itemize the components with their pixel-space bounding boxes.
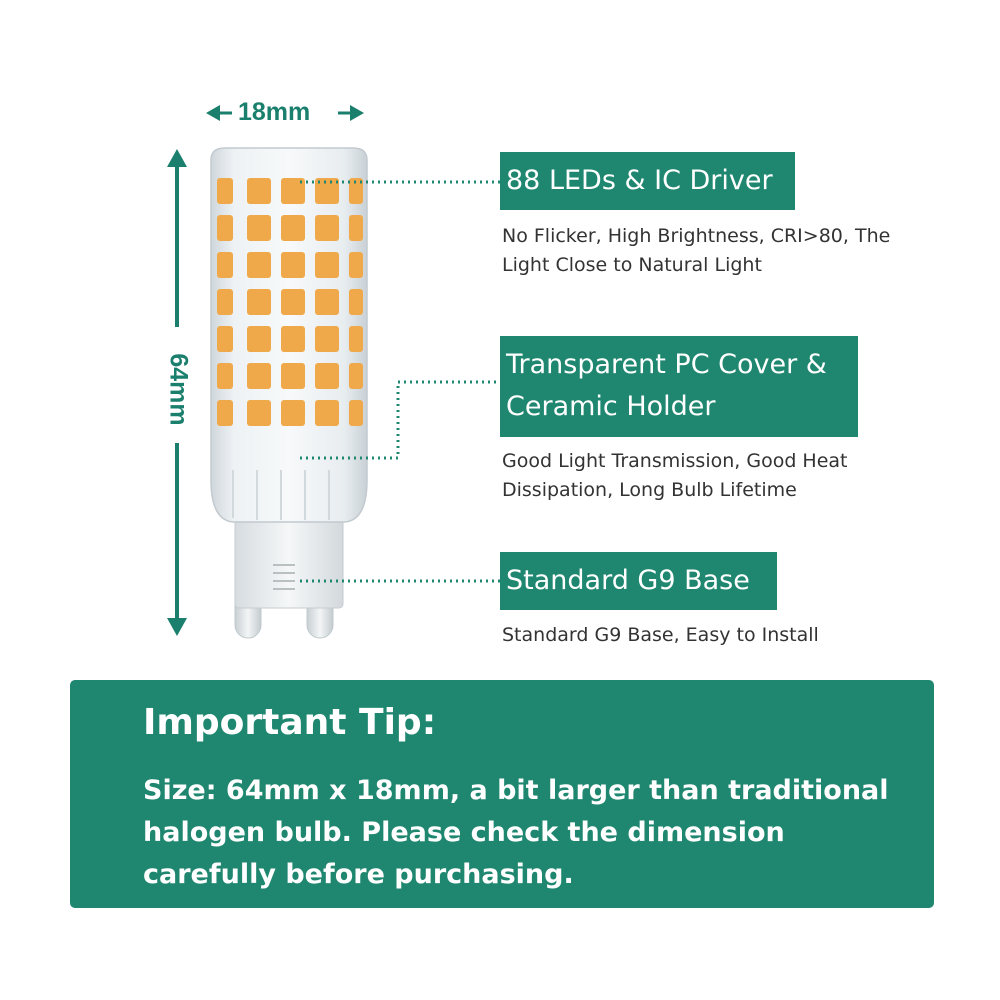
feature-desc-base: Standard G9 Base, Easy to Install	[502, 624, 819, 646]
feature-badge-base: Standard G9 Base	[500, 552, 777, 610]
feature-title-cover-line2: Ceramic Holder	[506, 391, 716, 422]
feature-badge-leds: 88 LEDs & IC Driver	[500, 152, 795, 210]
led-chip	[349, 178, 363, 204]
feature-title-cover-line1: Transparent PC Cover &	[506, 349, 827, 380]
led-chip	[315, 252, 339, 278]
g9-bulb-illustration	[210, 147, 368, 639]
feature-badge-cover: Transparent PC Cover & Ceramic Holder	[500, 336, 858, 437]
led-chip	[247, 252, 271, 278]
feature-desc-leds: No Flicker, High Brightness, CRI>80, The…	[502, 225, 891, 276]
led-chip	[247, 215, 271, 241]
led-chip	[349, 363, 363, 389]
led-chip	[217, 215, 233, 241]
feature-title-base: Standard G9 Base	[506, 565, 750, 596]
led-chip	[281, 326, 305, 352]
led-chip	[281, 178, 305, 204]
led-chip	[349, 215, 363, 241]
led-chip	[349, 400, 363, 426]
led-chip	[349, 289, 363, 315]
led-chip	[217, 178, 233, 204]
led-chip	[349, 252, 363, 278]
led-chip	[315, 178, 339, 204]
led-chip	[281, 400, 305, 426]
led-chip	[315, 326, 339, 352]
led-chip	[315, 363, 339, 389]
led-chip	[217, 400, 233, 426]
led-chip	[281, 215, 305, 241]
led-chip	[315, 215, 339, 241]
width-arrow	[206, 105, 364, 121]
width-label: 18mm	[238, 98, 311, 126]
led-chip	[247, 363, 271, 389]
led-chip	[247, 178, 271, 204]
led-chip	[281, 289, 305, 315]
led-chip	[315, 289, 339, 315]
led-chip	[281, 363, 305, 389]
led-chip	[315, 400, 339, 426]
led-chip	[217, 252, 233, 278]
led-chip	[247, 326, 271, 352]
led-chip	[217, 326, 233, 352]
tip-body: Size: 64mm x 18mm, a bit larger than tra…	[143, 775, 889, 890]
height-arrow	[167, 149, 187, 636]
feature-title-leds: 88 LEDs & IC Driver	[506, 165, 773, 196]
important-tip-panel: Important Tip: Size: 64mm x 18mm, a bit …	[70, 680, 934, 908]
tip-title: Important Tip:	[143, 702, 437, 743]
led-chip	[349, 326, 363, 352]
led-chip	[217, 363, 233, 389]
feature-desc-cover: Good Light Transmission, Good Heat Dissi…	[502, 450, 848, 501]
led-chip	[217, 289, 233, 315]
led-chip	[247, 400, 271, 426]
led-chip	[281, 252, 305, 278]
led-chip	[247, 289, 271, 315]
